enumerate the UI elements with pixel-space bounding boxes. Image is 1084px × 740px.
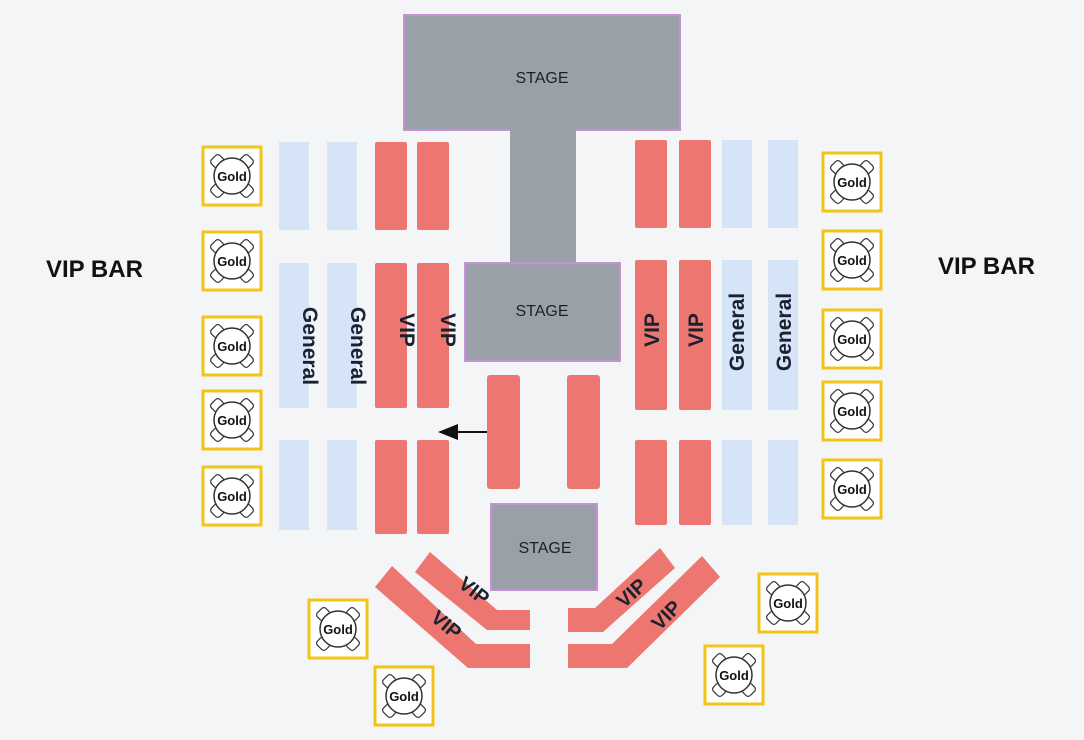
gold-table[interactable]: Gold <box>201 389 263 451</box>
gold-table-label: Gold <box>837 175 867 190</box>
gold-table[interactable]: Gold <box>307 598 369 660</box>
vip-angled-section-left-inner[interactable] <box>415 552 530 630</box>
gold-table-label: Gold <box>389 689 419 704</box>
round-table-with-four-chairs-icon <box>210 398 254 442</box>
round-table-with-four-chairs-icon <box>210 154 254 198</box>
gold-table-label: Gold <box>217 489 247 504</box>
round-table-with-four-chairs-icon <box>210 239 254 283</box>
gold-table[interactable]: Gold <box>703 644 765 706</box>
gold-table-frame <box>201 389 263 451</box>
main-stage[interactable]: STAGE <box>403 14 681 131</box>
vip-label-l1: VIP <box>395 313 418 347</box>
vip-section-l2-mid[interactable] <box>417 263 449 408</box>
vip-section-r2-bottom[interactable] <box>679 440 711 525</box>
vip-bar-label-left: VIP BAR <box>46 256 143 283</box>
vip-section-r2-top[interactable] <box>679 140 711 228</box>
general-section-r2-bottom[interactable] <box>768 440 798 525</box>
gold-table[interactable]: Gold <box>821 308 883 370</box>
gold-table[interactable]: Gold <box>201 230 263 292</box>
round-table-with-four-chairs-icon <box>830 467 874 511</box>
general-section-r2-top[interactable] <box>768 140 798 228</box>
round-table-with-four-chairs-icon <box>712 653 756 697</box>
gold-table-label: Gold <box>837 332 867 347</box>
gold-table[interactable]: Gold <box>821 229 883 291</box>
vip-section-l1-top[interactable] <box>375 142 407 230</box>
gold-table[interactable]: Gold <box>821 151 883 213</box>
gold-table[interactable]: Gold <box>373 665 435 727</box>
gold-table-label: Gold <box>323 622 353 637</box>
vip-section-r1-mid[interactable] <box>635 260 667 410</box>
gold-table-label: Gold <box>837 482 867 497</box>
vip-label-r1: VIP <box>641 313 664 347</box>
gold-table-frame <box>201 465 263 527</box>
gold-table-label: Gold <box>773 596 803 611</box>
gold-table-frame <box>201 230 263 292</box>
bottom-stage-label: STAGE <box>518 540 571 557</box>
general-section-l2-top[interactable] <box>327 142 357 230</box>
round-table-with-four-chairs-icon <box>830 160 874 204</box>
gold-table[interactable]: Gold <box>821 380 883 442</box>
gold-table[interactable]: Gold <box>201 145 263 207</box>
general-section-l2-bottom[interactable] <box>327 440 357 530</box>
general-label-r2: General <box>773 293 796 371</box>
vip-label-r2: VIP <box>685 313 708 347</box>
general-label-l2: General <box>346 307 369 385</box>
center-vip-block-left[interactable] <box>487 375 520 489</box>
vip-section-l2-top[interactable] <box>417 142 449 230</box>
general-section-r1-mid[interactable] <box>722 260 752 410</box>
gold-table-label: Gold <box>217 413 247 428</box>
center-vip-block-right[interactable] <box>567 375 600 489</box>
general-label-r1: General <box>726 293 749 371</box>
round-table-with-four-chairs-icon <box>830 238 874 282</box>
round-table-with-four-chairs-icon <box>830 389 874 433</box>
center-stage[interactable]: STAGE <box>464 262 621 362</box>
vip-section-l1-mid[interactable] <box>375 263 407 408</box>
general-section-r2-mid[interactable] <box>768 260 798 410</box>
round-table-with-four-chairs-icon <box>316 607 360 651</box>
main-stage-label: STAGE <box>515 70 568 87</box>
bottom-stage[interactable]: STAGE <box>490 503 598 591</box>
round-table-with-four-chairs-icon <box>210 474 254 518</box>
center-stage-label: STAGE <box>515 303 568 320</box>
vip-label-l2: VIP <box>436 313 459 347</box>
gold-table-label: Gold <box>217 169 247 184</box>
vip-angled-section-left-outer[interactable] <box>375 566 530 668</box>
gold-table[interactable]: Gold <box>821 458 883 520</box>
vip-section-l1-bottom[interactable] <box>375 440 407 534</box>
gold-table-label: Gold <box>719 668 749 683</box>
general-section-r1-top[interactable] <box>722 140 752 228</box>
general-section-l1-top[interactable] <box>279 142 309 230</box>
gold-table-frame <box>821 380 883 442</box>
general-section-r1-bottom[interactable] <box>722 440 752 525</box>
vip-section-r1-bottom[interactable] <box>635 440 667 525</box>
gold-table-label: Gold <box>217 254 247 269</box>
round-table-with-four-chairs-icon <box>210 324 254 368</box>
vip-section-l2-bottom[interactable] <box>417 440 449 534</box>
gold-table-frame <box>373 665 435 727</box>
stage-runway <box>510 129 576 264</box>
vip-section-r1-top[interactable] <box>635 140 667 228</box>
vip-section-r2-mid[interactable] <box>679 260 711 410</box>
gold-table-label: Gold <box>837 253 867 268</box>
general-label-l1: General <box>298 307 321 385</box>
gold-table-label: Gold <box>837 404 867 419</box>
vip-angled-section-right-inner[interactable] <box>568 548 675 632</box>
gold-tables: GoldGoldGoldGoldGoldGoldGoldGoldGoldGold… <box>201 145 883 727</box>
gold-table[interactable]: Gold <box>201 315 263 377</box>
vip-bar-label-right: VIP BAR <box>938 253 1035 280</box>
round-table-with-four-chairs-icon <box>830 317 874 361</box>
gold-table-label: Gold <box>217 339 247 354</box>
round-table-with-four-chairs-icon <box>766 581 810 625</box>
gold-table[interactable]: Gold <box>201 465 263 527</box>
general-section-l1-mid[interactable] <box>279 263 309 408</box>
general-section-l2-mid[interactable] <box>327 263 357 408</box>
gold-table[interactable]: Gold <box>757 572 819 634</box>
general-section-l1-bottom[interactable] <box>279 440 309 530</box>
round-table-with-four-chairs-icon <box>382 674 426 718</box>
vip-angled-section-right-outer[interactable] <box>568 556 720 668</box>
